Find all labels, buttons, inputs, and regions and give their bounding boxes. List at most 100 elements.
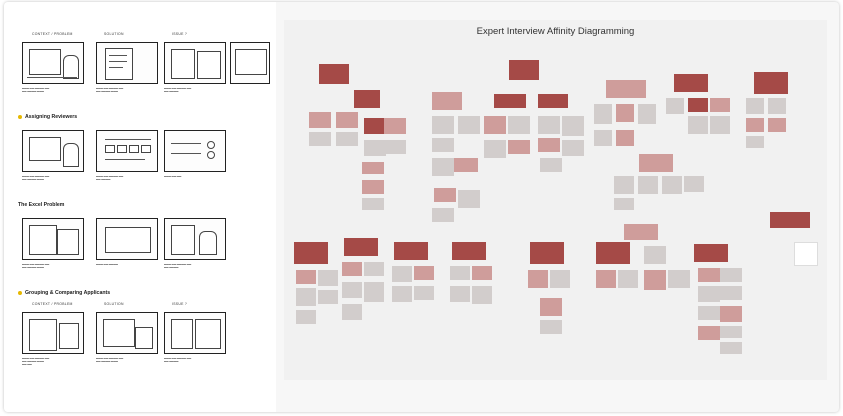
sticky-note <box>540 298 562 316</box>
sticky-note <box>644 270 666 290</box>
sticky-note <box>618 270 638 288</box>
sticky-note <box>432 208 454 222</box>
sketch-context-3 <box>22 218 84 260</box>
sticky-note <box>594 104 612 124</box>
sticky-note <box>434 188 456 202</box>
sticky-note <box>710 98 730 112</box>
sticky-note <box>616 130 634 146</box>
sticky-note <box>596 270 616 288</box>
sticky-note <box>694 244 728 262</box>
sticky-note <box>746 98 764 114</box>
caption-placeholder: ▬▬▬ ▬▬ ▬▬▬▬ ▬▬▬▬ ▬▬▬▬ <box>96 176 124 181</box>
sketch-context-1 <box>22 42 84 84</box>
sticky-note <box>606 80 646 98</box>
sticky-note <box>562 116 584 136</box>
sticky-note <box>644 246 666 264</box>
sticky-note <box>674 74 708 92</box>
sticky-note <box>596 242 630 264</box>
sticky-note <box>638 176 658 194</box>
sticky-note <box>454 158 478 172</box>
sticky-note <box>794 242 818 266</box>
caption-placeholder: ▬▬▬ ▬▬ ▬▬▬▬ ▬▬▬▬ ▬▬▬▬ <box>164 358 192 363</box>
sticky-note <box>746 118 764 132</box>
sticky-note <box>668 270 690 288</box>
sticky-note <box>362 180 384 194</box>
sticky-note <box>458 116 480 134</box>
caption-placeholder: ▬▬▬ ▬▬ ▬▬▬▬ ▬▬▬▬ ▬▬▬▬ ▬▬▬ <box>22 176 50 181</box>
sticky-note <box>342 262 362 276</box>
sketch-context-2 <box>22 130 84 172</box>
sticky-note <box>296 310 316 324</box>
caption-placeholder: ▬▬▬ ▬▬ ▬▬▬▬ <box>96 264 118 266</box>
sketch-issue-1 <box>164 42 226 84</box>
sticky-note <box>364 140 386 156</box>
sticky-note <box>364 118 386 134</box>
sticky-note <box>616 104 634 122</box>
sticky-note <box>666 98 684 114</box>
sticky-note <box>698 286 720 302</box>
sketch-issue-3 <box>164 218 226 260</box>
sticky-note <box>614 176 634 194</box>
sticky-note <box>432 116 454 134</box>
sticky-note <box>484 116 506 134</box>
sticky-note <box>458 190 480 208</box>
sticky-note <box>698 306 720 320</box>
sticky-note <box>688 98 708 112</box>
column-label-context: CONTEXT / PROBLEM <box>32 302 73 306</box>
sticky-note <box>698 326 720 340</box>
sticky-note <box>342 282 362 298</box>
caption-placeholder: ▬▬▬ ▬▬ ▬▬▬▬ ▬▬▬▬ ▬▬▬▬ ▬▬▬ <box>22 88 50 93</box>
sticky-note <box>309 112 331 128</box>
column-label-context: CONTEXT / PROBLEM <box>32 32 73 36</box>
sticky-note <box>614 198 634 210</box>
sticky-note <box>768 118 786 132</box>
sticky-note <box>384 118 406 134</box>
column-label-issue: ISSUE ? <box>172 302 188 306</box>
sketch-issue-2 <box>164 130 226 172</box>
column-label-solution: SOLUTION <box>104 302 124 306</box>
column-label-issue: ISSUE ? <box>172 32 188 36</box>
sticky-note <box>550 270 570 288</box>
sticky-note <box>362 198 384 210</box>
sticky-note <box>472 266 492 280</box>
caption-placeholder: ▬▬▬ ▬▬ ▬▬▬▬ ▬▬▬▬ ▬▬▬▬ ▬▬▬ <box>22 264 50 269</box>
sticky-note <box>538 94 568 108</box>
sticky-note <box>296 270 316 284</box>
sticky-note <box>450 286 470 302</box>
sticky-note <box>362 162 384 174</box>
sticky-note <box>392 266 412 282</box>
sticky-note <box>394 242 428 260</box>
sticky-note <box>344 238 378 256</box>
sticky-note <box>432 92 462 110</box>
sticky-note <box>318 270 338 286</box>
sticky-note <box>319 64 349 84</box>
sketch-solution-3 <box>96 218 158 260</box>
sticky-note <box>508 140 530 154</box>
sticky-note <box>364 282 384 302</box>
presentation-frame: CONTEXT / PROBLEM SOLUTION ISSUE ? ▬▬▬ ▬… <box>4 2 839 412</box>
sticky-note <box>508 116 530 134</box>
sticky-note <box>432 158 454 176</box>
sticky-note <box>698 268 720 282</box>
sticky-note <box>639 154 673 172</box>
sticky-note <box>768 98 786 114</box>
column-label-solution: SOLUTION <box>104 32 124 36</box>
sticky-note <box>452 242 486 260</box>
sticky-note <box>342 304 362 320</box>
caption-placeholder: ▬▬▬ ▬▬ ▬▬▬▬ ▬▬▬▬ ▬▬▬▬ ▬▬▬ <box>96 88 124 93</box>
sticky-note <box>414 266 434 280</box>
sticky-note <box>384 140 406 154</box>
board-title: Expert Interview Affinity Diagramming <box>476 26 635 37</box>
sticky-note <box>720 268 742 282</box>
section-title-assigning: Assigning Reviewers <box>18 114 77 120</box>
storyboard-panel: CONTEXT / PROBLEM SOLUTION ISSUE ? ▬▬▬ ▬… <box>4 2 276 412</box>
sticky-note <box>450 266 470 280</box>
sticky-note <box>530 242 564 264</box>
caption-placeholder: ▬▬▬ ▬▬ ▬▬▬▬ ▬▬▬▬ ▬▬▬▬ ▬▬▬ <box>96 358 124 363</box>
section-title-grouping: Grouping & Comparing Applicants <box>18 290 110 296</box>
sketch-context-4 <box>22 312 84 354</box>
sticky-note <box>638 104 656 124</box>
sticky-note <box>509 60 539 80</box>
caption-placeholder: ▬▬▬ ▬▬ ▬▬▬▬ ▬▬▬▬ ▬▬▬▬ ▬▬▬▬▬ ▬▬ <box>22 358 50 366</box>
sticky-note <box>662 176 682 194</box>
